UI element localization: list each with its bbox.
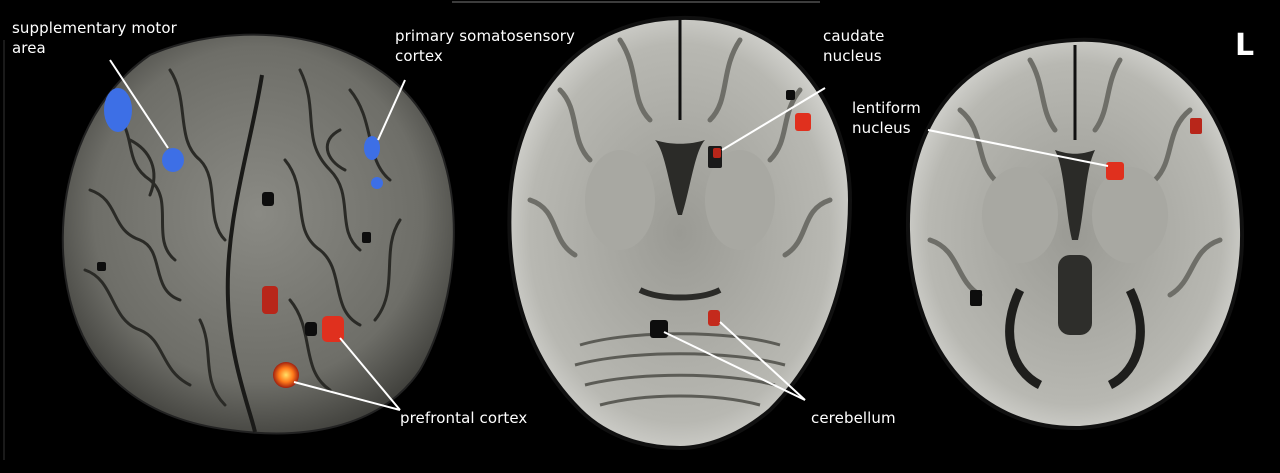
label-cerebellum: cerebellum [811,409,896,427]
label-caudate-nucleus: caudate nucleus [823,27,885,65]
label-supplementary-motor-area: supplementary motor area [12,19,177,57]
cortex-surface-render [61,33,455,435]
label-prefrontal-cortex: prefrontal cortex [400,409,528,427]
axial-slice-one [507,15,853,451]
positive-activation-clusters [262,286,344,388]
label-leader-lines [109,59,1109,411]
label-primary-somatosensory-cortex: primary somatosensory cortex [395,27,576,65]
negative-activation-clusters [104,88,383,189]
label-lentiform-nucleus: lentiform nucleus [852,99,921,137]
axial-slice-two [905,37,1245,431]
hemisphere-indicator: L [1235,28,1255,63]
